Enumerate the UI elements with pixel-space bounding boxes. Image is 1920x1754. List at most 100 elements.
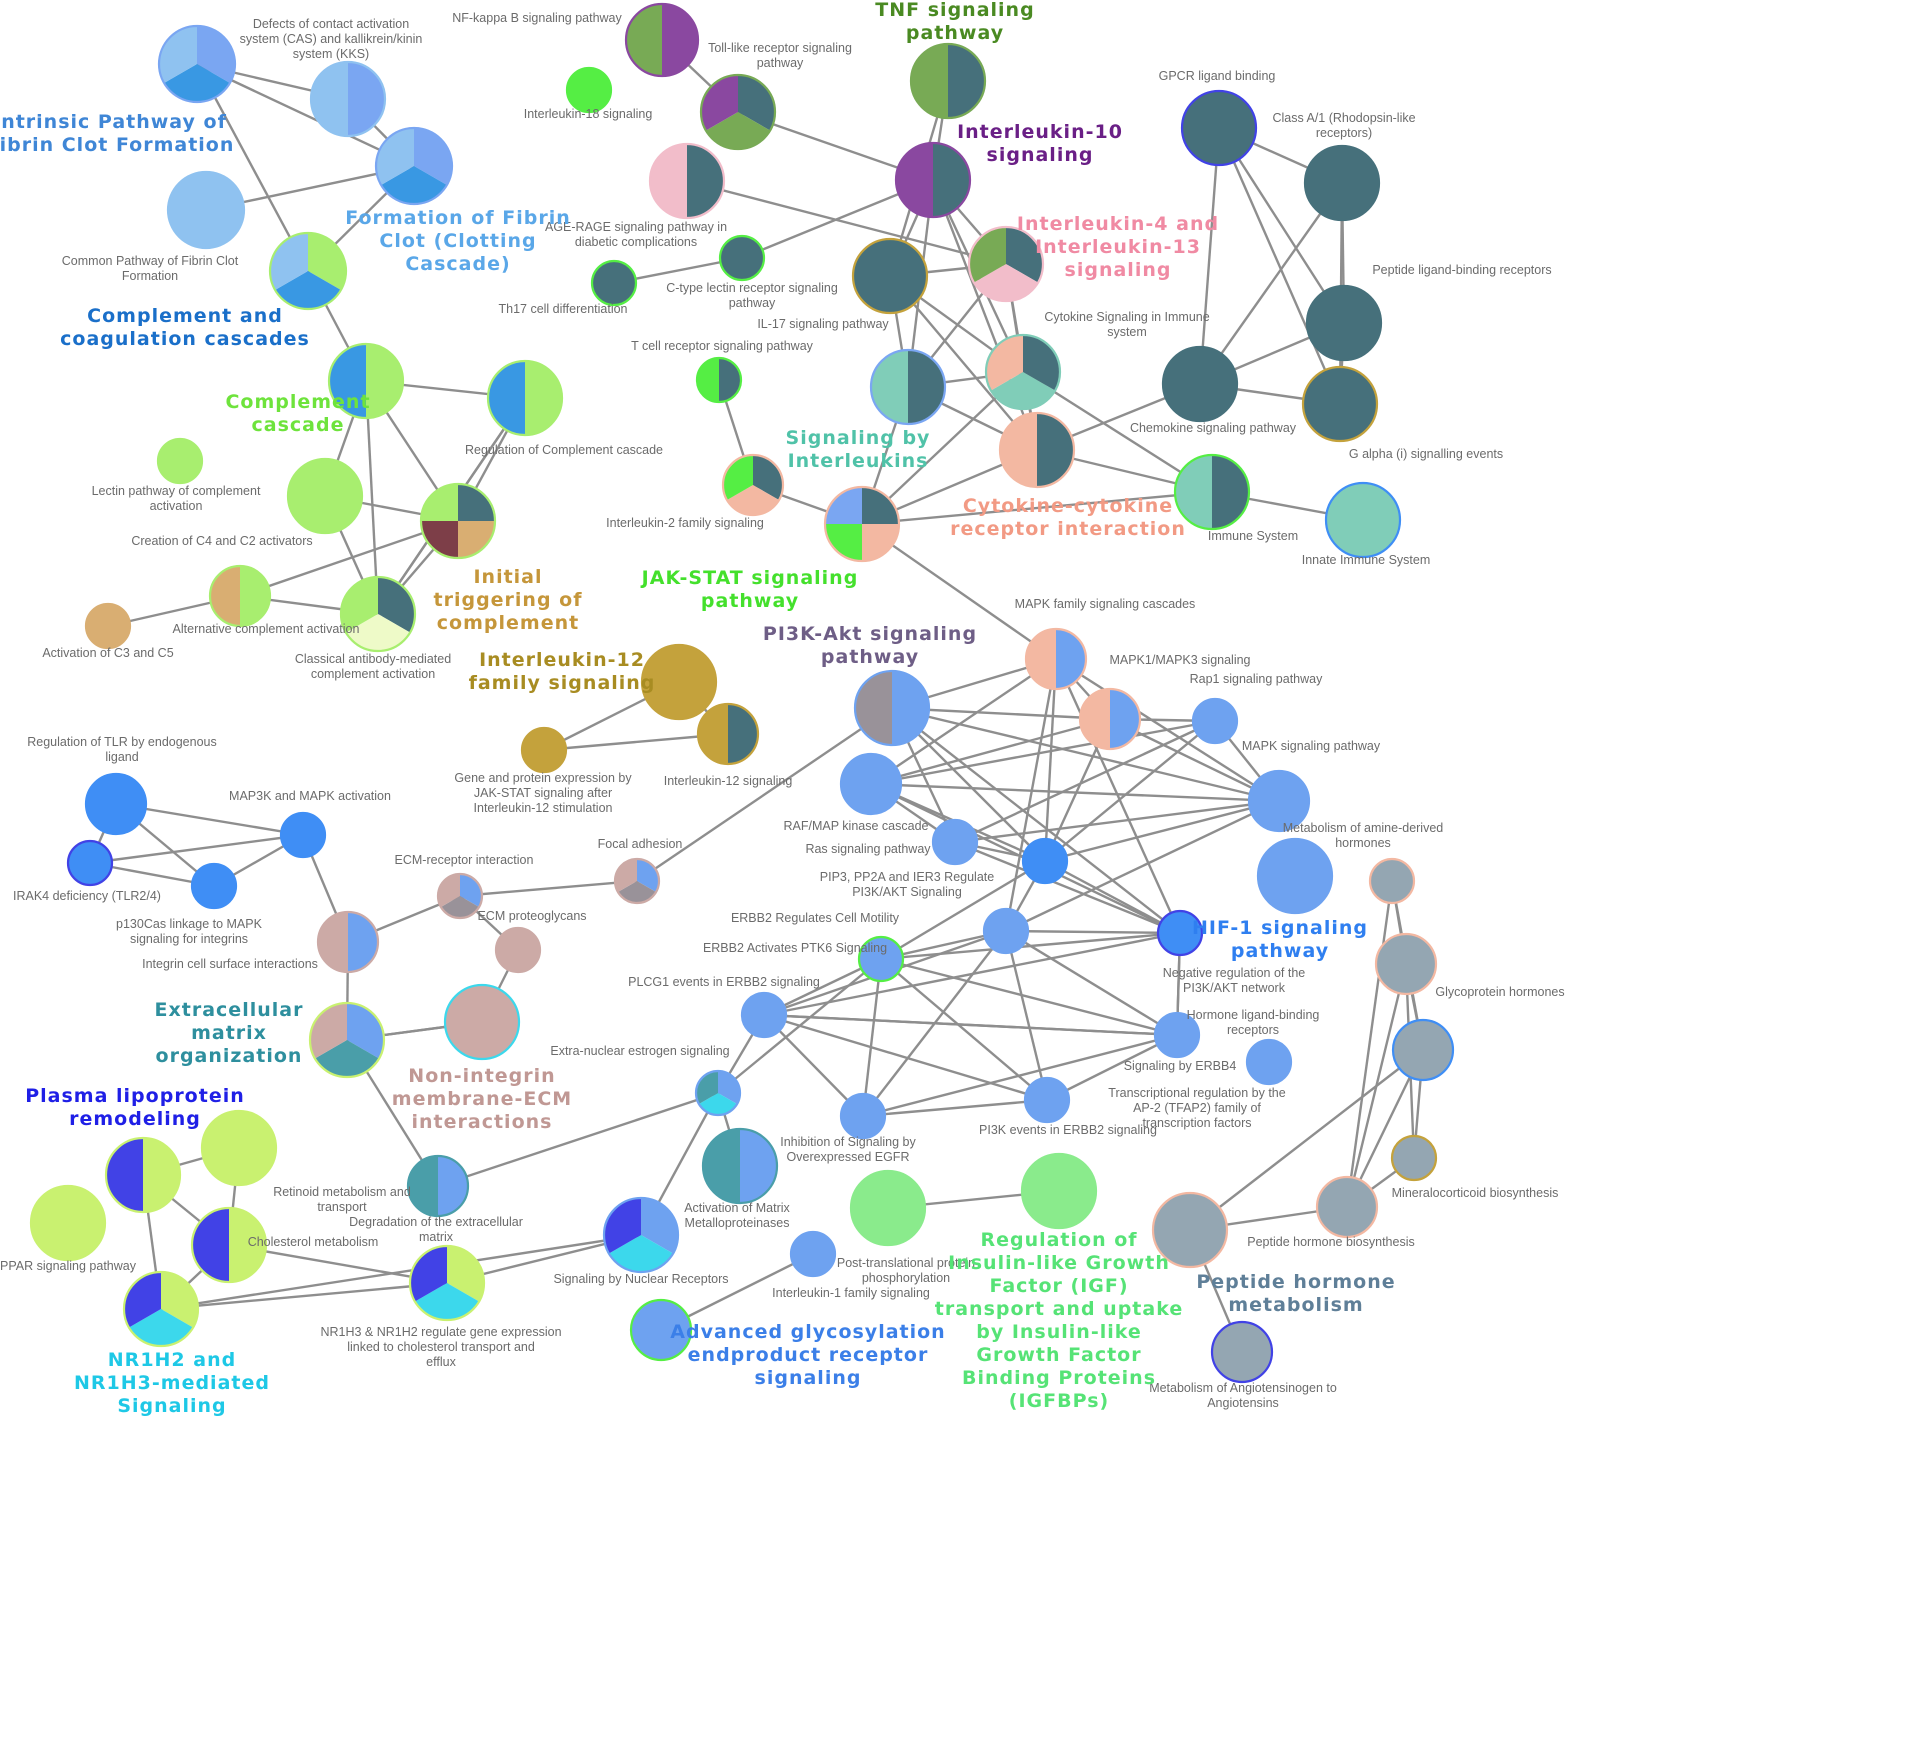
term-node[interactable] — [1021, 837, 1069, 885]
term-node[interactable] — [316, 910, 380, 974]
term-node[interactable] — [66, 839, 114, 887]
term-node[interactable] — [695, 356, 743, 404]
pie-slice — [705, 112, 771, 150]
term-node[interactable] — [1191, 697, 1239, 745]
node-outline — [909, 42, 987, 120]
term-node[interactable] — [1151, 1191, 1229, 1269]
term-node[interactable] — [166, 170, 246, 250]
term-node[interactable] — [84, 602, 132, 650]
term-node[interactable] — [84, 772, 148, 836]
term-node[interactable] — [696, 702, 760, 766]
term-node[interactable] — [694, 1069, 742, 1117]
term-node[interactable] — [1245, 1038, 1293, 1086]
term-node[interactable] — [122, 1270, 200, 1348]
term-node[interactable] — [309, 60, 387, 138]
term-node[interactable] — [436, 872, 484, 920]
term-node[interactable] — [789, 1230, 837, 1278]
term-node[interactable] — [849, 1169, 927, 1247]
edge — [880, 931, 1181, 961]
pie-slice — [348, 912, 378, 972]
term-node[interactable] — [443, 983, 521, 1061]
term-node[interactable] — [851, 237, 929, 315]
term-node[interactable] — [853, 669, 931, 747]
term-node[interactable] — [967, 225, 1045, 303]
term-node[interactable] — [565, 66, 613, 114]
node-outline — [1374, 932, 1438, 996]
term-node[interactable] — [308, 1001, 386, 1079]
term-node[interactable] — [1256, 837, 1334, 915]
term-node[interactable] — [208, 564, 272, 628]
term-node[interactable] — [699, 73, 777, 151]
term-node[interactable] — [721, 453, 785, 517]
term-node[interactable] — [1247, 769, 1311, 833]
pie-slice — [862, 487, 899, 524]
term-node[interactable] — [374, 126, 454, 206]
term-node[interactable] — [1161, 345, 1239, 423]
term-node[interactable] — [1303, 144, 1381, 222]
term-node[interactable] — [1156, 909, 1204, 957]
term-node[interactable] — [1368, 857, 1416, 905]
term-node[interactable] — [740, 991, 788, 1039]
edge — [1345, 880, 1394, 1208]
term-node[interactable] — [1020, 1152, 1098, 1230]
term-node[interactable] — [1078, 687, 1142, 751]
term-node[interactable] — [640, 643, 718, 721]
term-node[interactable] — [998, 411, 1076, 489]
term-node[interactable] — [486, 359, 564, 437]
term-node[interactable] — [718, 234, 766, 282]
term-node[interactable] — [419, 482, 497, 560]
term-node[interactable] — [29, 1184, 107, 1262]
term-node[interactable] — [701, 1127, 779, 1205]
term-node[interactable] — [408, 1244, 486, 1322]
term-node[interactable] — [1315, 1175, 1379, 1239]
term-label: Alternative complement activation — [173, 622, 360, 636]
term-node[interactable] — [1023, 1076, 1071, 1124]
term-node[interactable] — [894, 141, 972, 219]
term-node[interactable] — [1180, 89, 1258, 167]
term-node[interactable] — [157, 24, 237, 104]
term-node[interactable] — [984, 333, 1062, 411]
term-node[interactable] — [1324, 481, 1402, 559]
term-node[interactable] — [327, 342, 405, 420]
term-node[interactable] — [339, 575, 417, 653]
term-node[interactable] — [190, 862, 238, 910]
term-node[interactable] — [624, 2, 700, 78]
term-node[interactable] — [839, 752, 903, 816]
term-node[interactable] — [1024, 627, 1088, 691]
term-node[interactable] — [1390, 1134, 1438, 1182]
term-node[interactable] — [1374, 932, 1438, 996]
term-node[interactable] — [1391, 1018, 1455, 1082]
node-fill — [1163, 347, 1237, 421]
term-node[interactable] — [1301, 365, 1379, 443]
term-node[interactable] — [156, 437, 204, 485]
term-node[interactable] — [494, 926, 542, 974]
term-node[interactable] — [629, 1298, 693, 1362]
term-node[interactable] — [190, 1206, 268, 1284]
term-node[interactable] — [1305, 284, 1383, 362]
term-node[interactable] — [286, 457, 364, 535]
term-node[interactable] — [406, 1154, 470, 1218]
edge — [1199, 182, 1343, 385]
term-node[interactable] — [857, 935, 905, 983]
term-node[interactable] — [839, 1092, 887, 1140]
term-node[interactable] — [869, 348, 947, 426]
term-node[interactable] — [648, 142, 726, 220]
term-node[interactable] — [613, 857, 661, 905]
term-node[interactable] — [1210, 1320, 1274, 1384]
term-node[interactable] — [520, 726, 568, 774]
term-node[interactable] — [268, 231, 348, 311]
node-outline — [1368, 857, 1416, 905]
term-node[interactable] — [823, 485, 901, 563]
term-node[interactable] — [279, 811, 327, 859]
term-node[interactable] — [602, 1196, 680, 1274]
term-node[interactable] — [1153, 1011, 1201, 1059]
term-node[interactable] — [590, 259, 638, 307]
term-node[interactable] — [104, 1136, 182, 1214]
term-node[interactable] — [1173, 453, 1251, 531]
term-node[interactable] — [200, 1109, 278, 1187]
term-node[interactable] — [931, 818, 979, 866]
term-node[interactable] — [982, 907, 1030, 955]
term-node[interactable] — [909, 42, 987, 120]
